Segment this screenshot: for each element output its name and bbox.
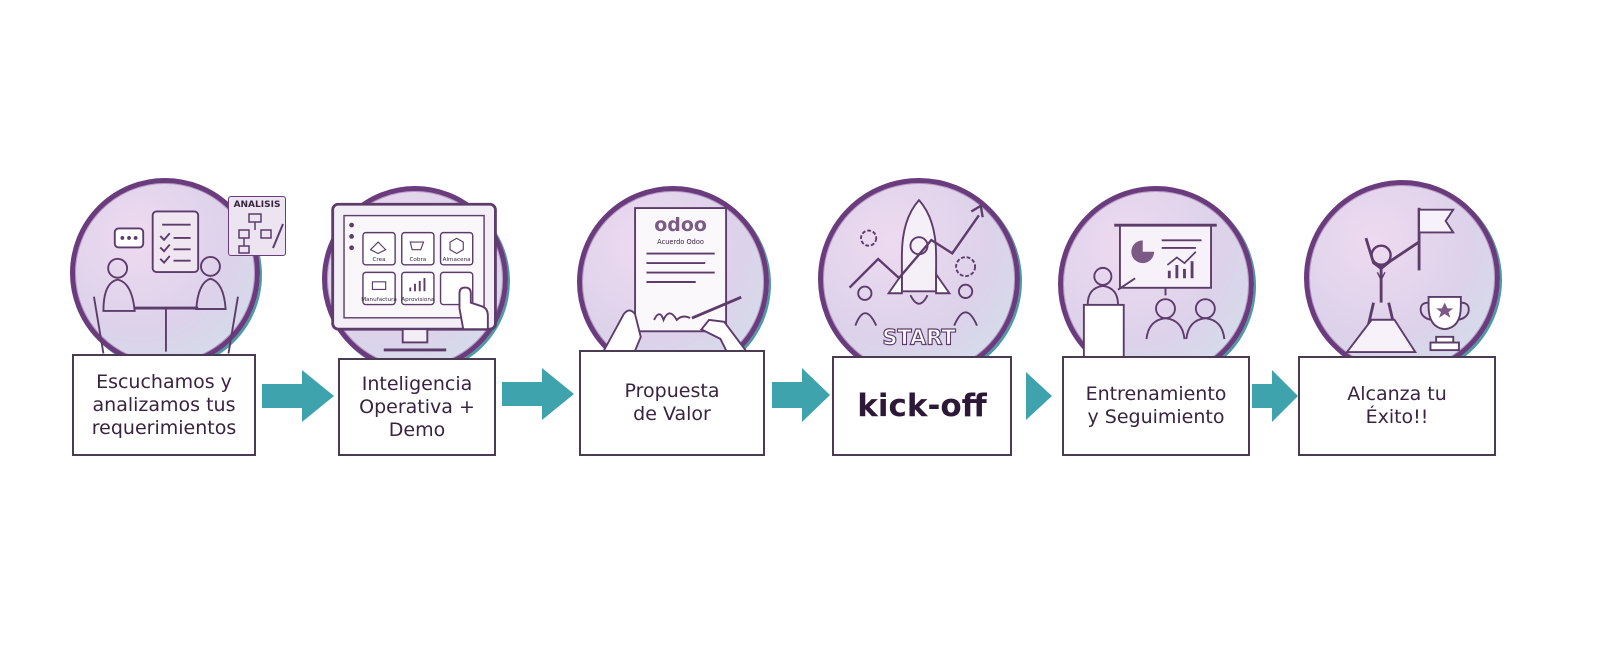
analisis-badge-text: ANALISIS xyxy=(233,200,281,210)
arrow-4-icon xyxy=(1026,372,1052,420)
step-3-label: Propuesta de Valor xyxy=(624,380,720,425)
tile-2-text: Cobra xyxy=(409,257,426,263)
step-2-label-box: Inteligencia Operativa + Demo xyxy=(338,358,496,456)
step-5-label: Entrenamiento y Seguimiento xyxy=(1085,383,1227,428)
analisis-badge: ANALISIS xyxy=(228,196,286,256)
contract-illustration: odoo Acuerdo Odoo xyxy=(599,207,755,363)
step-5-label-box: Entrenamiento y Seguimiento xyxy=(1062,356,1250,456)
monitor-illustration: Crea Cobra Almacena Manufactura Aprovisi… xyxy=(331,202,497,352)
arrow-5-icon xyxy=(1252,370,1298,422)
success-illustration xyxy=(1345,207,1470,353)
step-1-label-box: Escuchamos y analizamos tus requerimient… xyxy=(72,354,256,456)
flowchart-icon xyxy=(238,213,284,254)
step-4-label-box: kick-off xyxy=(832,356,1012,456)
step-3-label-box: Propuesta de Valor xyxy=(579,350,765,456)
step-6-label-box: Alcanza tu Éxito!! xyxy=(1298,356,1496,456)
arrow-2-icon xyxy=(502,368,574,420)
step-2-circle: Crea Cobra Almacena Manufactura Aprovisi… xyxy=(322,186,508,372)
step-5-circle xyxy=(1058,186,1254,382)
arrow-3-icon xyxy=(772,368,830,422)
step-3-circle: odoo Acuerdo Odoo xyxy=(577,186,769,378)
tile-3-text: Almacena xyxy=(443,257,471,263)
tile-1-text: Crea xyxy=(372,257,385,263)
training-illustration xyxy=(1082,223,1226,359)
tile-5-text: Aprovisiona xyxy=(401,297,434,303)
odoo-logo-text: odoo xyxy=(654,214,707,236)
arrow-1-icon xyxy=(262,370,334,422)
tile-4-text: Manufactura xyxy=(361,297,397,303)
start-badge-text: START xyxy=(882,326,956,350)
meeting-illustration xyxy=(93,210,239,354)
step-4-circle: START xyxy=(818,178,1020,380)
rocket-launch-illustration: START xyxy=(848,198,984,350)
step-4-label: kick-off xyxy=(857,387,987,424)
step-6-circle xyxy=(1304,180,1500,376)
step-1-label: Escuchamos y analizamos tus requerimient… xyxy=(91,370,237,439)
step-2-label: Inteligencia Operativa + Demo xyxy=(359,372,475,441)
doc-subtitle: Acuerdo Odoo xyxy=(657,238,704,246)
step-6-label: Alcanza tu Éxito!! xyxy=(1347,383,1447,428)
